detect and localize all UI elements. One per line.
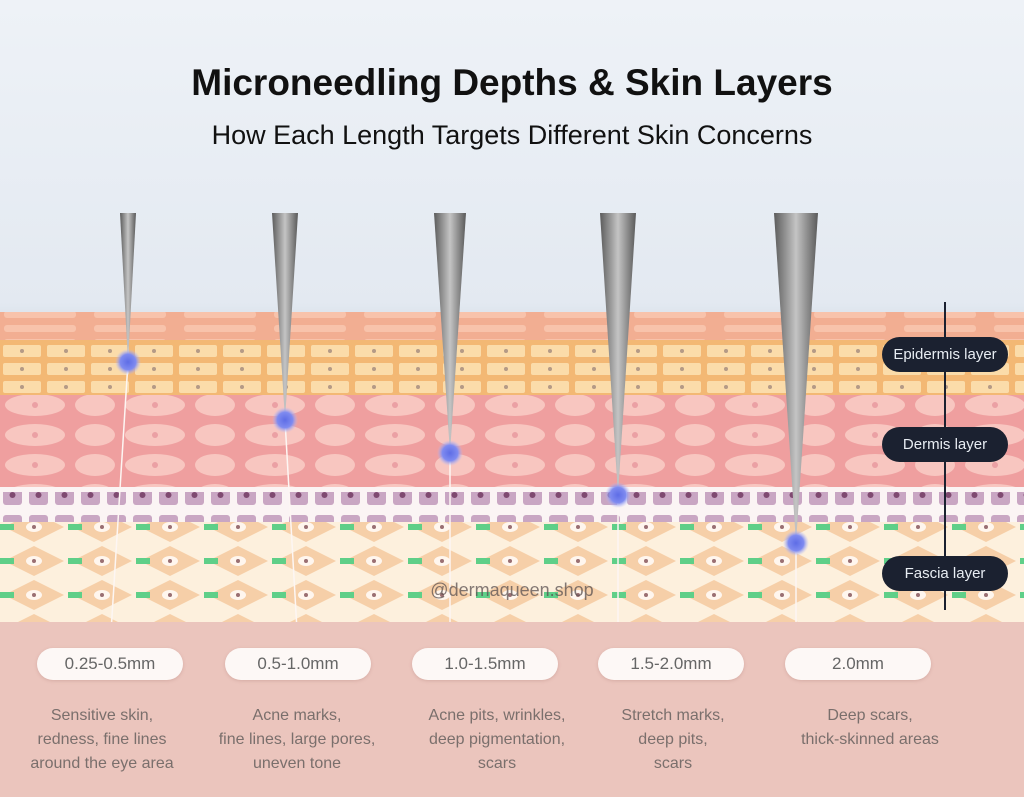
needle-1 — [120, 213, 136, 362]
label-fascia: Fascia layer — [882, 556, 1008, 591]
epidermis-band — [0, 340, 1024, 395]
label-dermis: Dermis layer — [882, 427, 1008, 462]
page-title: Microneedling Depths & Skin Layers — [191, 62, 833, 103]
fascia-band — [0, 522, 1024, 622]
length-badge-1: 0.25-0.5mm — [37, 648, 183, 680]
label-epidermis: Epidermis layer — [882, 337, 1008, 372]
length-badge-5: 2.0mm — [785, 648, 931, 680]
needles — [120, 213, 818, 543]
penetration-dots — [115, 349, 809, 556]
skin-cross-section — [0, 213, 1024, 640]
basal-cell-row — [0, 492, 1024, 522]
watermark: @dermaqueen.shop — [430, 580, 594, 600]
needle-5 — [774, 213, 818, 543]
concern-description-4: Stretch marks,deep pits,scars — [621, 707, 725, 772]
concern-description-2: Acne marks,fine lines, large pores,uneve… — [218, 707, 376, 772]
length-badge-4: 1.5-2.0mm — [598, 648, 744, 680]
stratum-corneum — [0, 312, 1024, 340]
needle-2 — [272, 213, 298, 420]
length-badge-2: 0.5-1.0mm — [225, 648, 371, 680]
concern-description-3: Acne pits, wrinkles,deep pigmentation,sc… — [428, 707, 566, 772]
needle-3 — [434, 213, 466, 453]
concern-description-5: Deep scars,thick-skinned areas — [801, 707, 939, 748]
needle-4 — [600, 213, 636, 495]
dermis-band — [0, 395, 1024, 487]
page-subtitle: How Each Length Targets Different Skin C… — [211, 120, 813, 150]
length-badge-3: 1.0-1.5mm — [412, 648, 558, 680]
